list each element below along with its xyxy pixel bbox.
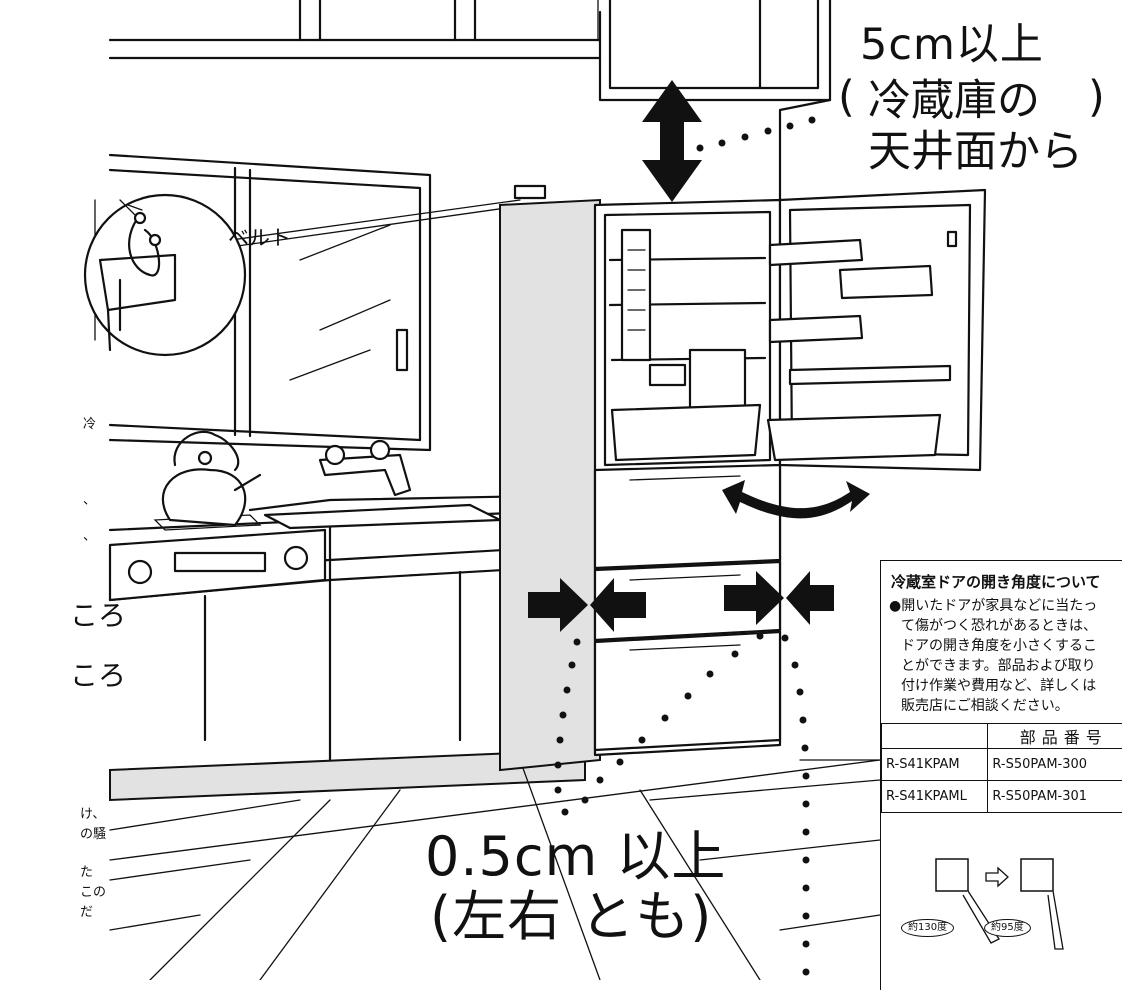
kettle <box>163 432 260 525</box>
belt-bracket <box>515 186 545 198</box>
part-number-cell: R-S50PAM-300 <box>988 749 1122 781</box>
table-header-cell <box>882 724 988 749</box>
part-number-cell: R-S50PAM-301 <box>988 781 1122 813</box>
top-clearance-note-line2: 天井面から <box>868 131 1083 174</box>
door-angle-text-line: 販売店にご相談ください。 <box>901 699 1069 713</box>
left-fragment: 、 <box>83 494 96 507</box>
angle-badge-130: 約130度 <box>901 919 954 937</box>
model-cell: R-S41KPAM <box>882 749 988 781</box>
belt-label: ベルト <box>228 228 291 249</box>
top-clearance-arrow <box>642 80 702 202</box>
angle-badge-95: 約95度 <box>984 919 1031 937</box>
side-clearance-note: (左右 とも) <box>430 890 712 944</box>
top-note-paren-open: ( <box>838 76 855 119</box>
left-fragment: この <box>80 886 106 899</box>
top-clearance-note-line1: 冷蔵庫の <box>868 80 1040 123</box>
parts-number-table: 部品番号 R-S41KPAM R-S50PAM-300 R-S41KPAML R… <box>881 723 1122 813</box>
table-header-row: 部品番号 <box>882 724 1122 749</box>
left-fragment: た <box>80 866 93 879</box>
left-fragment: だ <box>80 906 93 919</box>
refrigerator-open-door <box>768 190 985 470</box>
table-header-cell: 部品番号 <box>988 724 1122 749</box>
door-angle-text-line: ドアの開き角度を小さくするこ <box>901 639 1097 653</box>
top-clearance-value: 5cm以上 <box>860 24 1044 67</box>
door-angle-info-box: 冷蔵室ドアの開き角度について ●開いたドアが家具などに当たっ て傷がつく恐れがあ… <box>880 560 1122 990</box>
left-fragment-heading: ころ <box>70 602 126 630</box>
belt-detail-circle <box>85 195 245 355</box>
door-angle-text-line: とができます。部品および取り <box>901 659 1096 673</box>
upper-cabinet <box>110 0 830 200</box>
door-angle-title: 冷蔵室ドアの開き角度について <box>891 571 1101 592</box>
door-angle-text-line: ●開いたドアが家具などに当たっ <box>889 599 1097 613</box>
door-angle-text-line: て傷がつく恐れがあるときは、 <box>901 619 1097 633</box>
table-row: R-S41KPAM R-S50PAM-300 <box>882 749 1122 781</box>
model-cell: R-S41KPAML <box>882 781 988 813</box>
left-fragment: の騒 <box>80 828 106 841</box>
left-fragment: 冷 <box>83 418 96 431</box>
left-fragment: け、 <box>80 808 105 821</box>
left-fragment: 、 <box>83 530 96 543</box>
top-note-paren-close: ) <box>1088 76 1105 119</box>
top-clearance-leader <box>697 117 816 152</box>
arrow-right-icon <box>986 868 1008 886</box>
table-row: R-S41KPAML R-S50PAM-301 <box>882 781 1122 813</box>
left-fragment-heading: ころ <box>70 662 126 690</box>
door-angle-text-line: 付け作業や費用など、詳しくは <box>901 679 1096 693</box>
side-clearance-value: 0.5cm 以上 <box>425 830 726 884</box>
door-angle-diagram <box>881 839 1122 990</box>
